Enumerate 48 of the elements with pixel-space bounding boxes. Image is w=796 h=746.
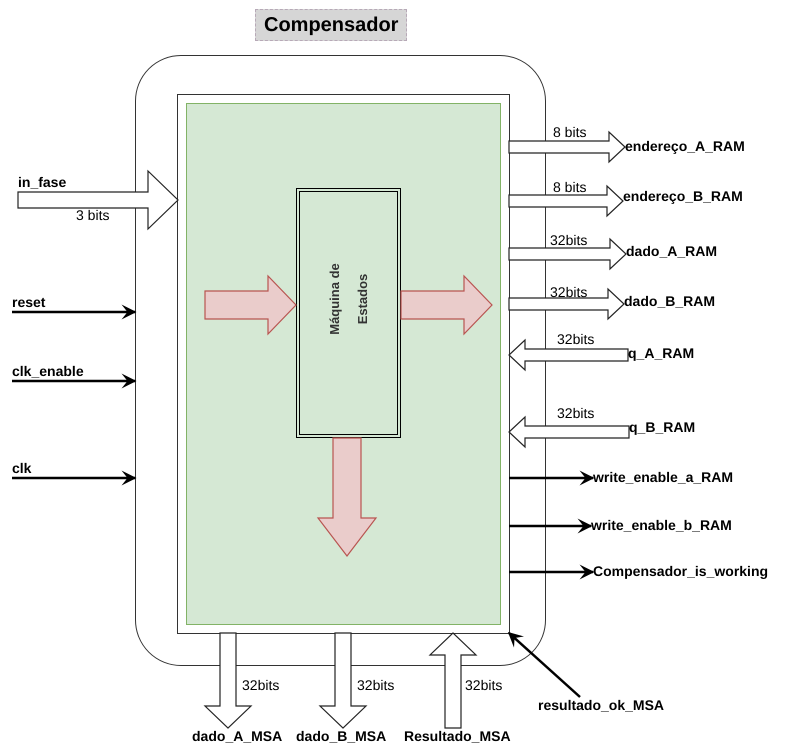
bus-arrow <box>508 238 627 270</box>
flow-arrow <box>204 274 297 336</box>
edge-label: 8 bits <box>553 124 586 140</box>
signal-label: dado_A_RAM <box>626 243 718 260</box>
edge-label: 8 bits <box>553 179 586 195</box>
signal-arrow <box>508 632 581 698</box>
signal-arrow <box>509 470 594 486</box>
signal-label: endereço_B_RAM <box>623 188 743 205</box>
edge-label: 32bits <box>465 677 502 693</box>
edge-label: 32bits <box>557 405 594 421</box>
bus-arrow <box>508 288 625 320</box>
signal-label: dado_B_MSA <box>296 728 386 745</box>
signal-label: resultado_ok_MSA <box>538 697 664 714</box>
flow-arrow <box>316 437 378 557</box>
bus-arrow <box>508 130 626 164</box>
bus-arrow <box>428 632 478 729</box>
bus-arrow <box>17 170 179 230</box>
signal-label: Resultado_MSA <box>404 728 511 745</box>
component-title: Compensador <box>255 9 408 41</box>
edge-label: 32bits <box>242 677 280 693</box>
bus-arrow <box>318 632 368 729</box>
signal-label: reset <box>12 294 46 311</box>
signal-arrow <box>509 518 592 534</box>
signal-label: dado_B_RAM <box>624 293 716 310</box>
edge-label: 3 bits <box>76 207 110 223</box>
signal-label: write_enable_a_RAM <box>593 469 734 486</box>
bus-arrow <box>508 338 629 372</box>
edge-label: 32bits <box>550 284 588 300</box>
flow-arrow <box>400 274 493 336</box>
signal-label: Compensador_is_working <box>593 563 768 580</box>
bus-arrow <box>508 416 630 448</box>
signal-label: dado_A_MSA <box>192 728 282 745</box>
signal-label: q_B_RAM <box>629 419 696 436</box>
signal-label: q_A_RAM <box>628 345 694 362</box>
edge-label: 32bits <box>357 677 394 693</box>
signal-label: endereço_A_RAM <box>625 138 745 155</box>
signal-arrow <box>12 470 136 486</box>
bus-arrow <box>508 184 624 218</box>
signal-arrow <box>509 564 594 580</box>
edge-label: 32bits <box>550 232 588 248</box>
edge-label: 32bits <box>557 331 594 347</box>
signal-arrow <box>12 304 136 320</box>
bus-arrow <box>204 632 252 729</box>
signal-label: clk_enable <box>12 363 84 380</box>
signal-label: in_fase <box>18 174 66 191</box>
signal-arrow <box>12 374 136 388</box>
signal-label: write_enable_b_RAM <box>591 517 732 534</box>
signal-label: clk <box>12 460 32 477</box>
